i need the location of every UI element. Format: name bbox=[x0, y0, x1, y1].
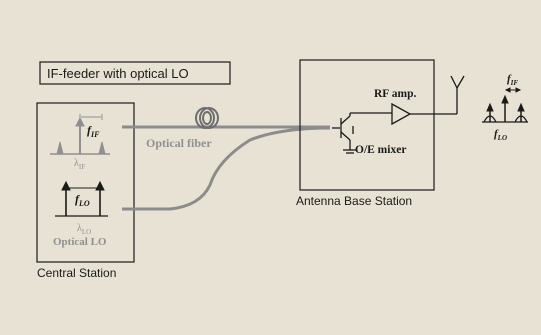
if-wavelength-label: λIF bbox=[74, 158, 85, 171]
antenna-icon bbox=[450, 75, 465, 89]
rf-flo-label: fLO bbox=[494, 128, 507, 142]
optical-lo-label: Optical LO bbox=[53, 236, 107, 248]
coil-icon bbox=[195, 107, 219, 129]
rf-fif-label: fIF bbox=[507, 73, 518, 87]
abs-border bbox=[299, 59, 435, 191]
if-freq-label: fIF bbox=[87, 123, 100, 139]
title-box: IF-feeder with optical LO bbox=[39, 61, 231, 85]
if-spectrum bbox=[50, 114, 110, 155]
optical-fiber: Optical fiber bbox=[122, 107, 331, 211]
photodiode-icon bbox=[332, 113, 354, 150]
fiber-line-lo bbox=[122, 126, 331, 211]
rf-arrow-left bbox=[486, 102, 494, 112]
lo-spectrum bbox=[55, 180, 108, 217]
mixer-label: O/E mixer bbox=[355, 144, 406, 156]
rf-amp-label: RF amp. bbox=[374, 88, 417, 100]
rf-spectrum bbox=[482, 87, 528, 123]
rf-arrow-right bbox=[517, 102, 525, 112]
title-box-border bbox=[39, 61, 231, 85]
central-station-border bbox=[36, 102, 135, 263]
if-peak-right bbox=[98, 141, 106, 155]
antenna-base-station: Antenna Base Station O/E mixer RF amp. bbox=[296, 59, 465, 208]
central-station-label: Central Station bbox=[37, 266, 116, 280]
lo-wavelength-label: λLO bbox=[77, 223, 91, 236]
fiber-label: Optical fiber bbox=[146, 136, 212, 150]
if-peak-left bbox=[56, 141, 64, 155]
amplifier-icon bbox=[391, 102, 412, 126]
lo-freq-label: fLO bbox=[75, 192, 90, 208]
title-label: IF-feeder with optical LO bbox=[47, 66, 189, 81]
ground-icon bbox=[343, 149, 357, 154]
if-carrier-arrow bbox=[75, 116, 85, 127]
abs-label: Antenna Base Station bbox=[296, 194, 412, 208]
central-station: Central Station fIF λIF fLO bbox=[36, 102, 135, 280]
rf-arrow-center bbox=[501, 94, 509, 104]
